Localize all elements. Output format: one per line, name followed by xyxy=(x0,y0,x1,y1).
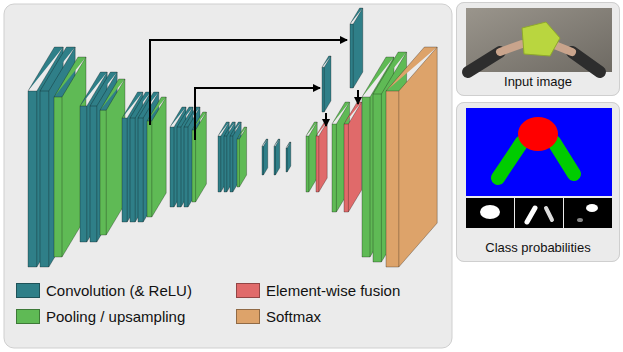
prob-blob xyxy=(577,218,583,222)
legend-label: Pooling / upsampling xyxy=(46,308,185,325)
legend-item: Element-wise fusion xyxy=(236,282,400,299)
skip-arrow xyxy=(150,40,347,125)
conv-layer xyxy=(286,142,291,172)
legend-swatch xyxy=(236,309,260,324)
conv-layer xyxy=(274,139,280,175)
input-photo xyxy=(466,8,612,72)
prob-map xyxy=(564,198,612,228)
skip-conv-layer xyxy=(350,8,363,88)
sleeve xyxy=(468,52,500,72)
class-map xyxy=(466,108,612,228)
background-class xyxy=(466,108,612,196)
pool-layer xyxy=(237,127,247,187)
output-panel-ground xyxy=(456,102,620,262)
input-panel-ground xyxy=(456,2,620,96)
encoder-layers xyxy=(28,47,291,267)
fusion-layer xyxy=(344,102,362,212)
hand xyxy=(500,44,522,52)
upsample-layer xyxy=(306,122,317,192)
panel-label: Input image xyxy=(502,74,574,89)
prob-blob xyxy=(586,204,598,212)
fusion-layer xyxy=(316,122,327,192)
conv-layer xyxy=(262,139,268,175)
prob-map xyxy=(466,198,514,228)
prob-map xyxy=(515,198,563,228)
legend-item: Convolution (& ReLU) xyxy=(16,282,192,299)
legend-label: Softmax xyxy=(266,308,321,325)
softmax-layer xyxy=(386,47,437,267)
fusion-arrow xyxy=(325,113,327,126)
fusion-arrow xyxy=(357,90,359,104)
hand-class xyxy=(498,142,522,178)
network-panel xyxy=(4,4,452,348)
image-panel: Class probabilities xyxy=(456,102,620,262)
table-surface xyxy=(466,8,612,72)
image-panel: Input image xyxy=(456,2,620,96)
legend-swatch xyxy=(236,283,260,298)
legend-swatch xyxy=(16,283,40,298)
legend-swatch xyxy=(16,309,40,324)
legend-label: Convolution (& ReLU) xyxy=(46,282,192,299)
skip-arrow xyxy=(195,88,320,140)
skip-branch xyxy=(150,8,363,140)
held-object xyxy=(522,22,560,56)
legend-item: Pooling / upsampling xyxy=(16,308,185,325)
sleeve xyxy=(572,52,600,72)
object-class xyxy=(518,117,558,151)
decoder-layers xyxy=(306,47,437,267)
prob-blob xyxy=(546,208,552,220)
legend-label: Element-wise fusion xyxy=(266,282,400,299)
prob-blob xyxy=(527,208,535,222)
legend-item: Softmax xyxy=(236,308,321,325)
skip-conv-layer xyxy=(322,56,331,112)
pool-layer xyxy=(100,79,125,235)
prob-blob xyxy=(480,205,500,219)
hand-class xyxy=(554,142,574,174)
panel-label: Class probabilities xyxy=(483,240,593,255)
